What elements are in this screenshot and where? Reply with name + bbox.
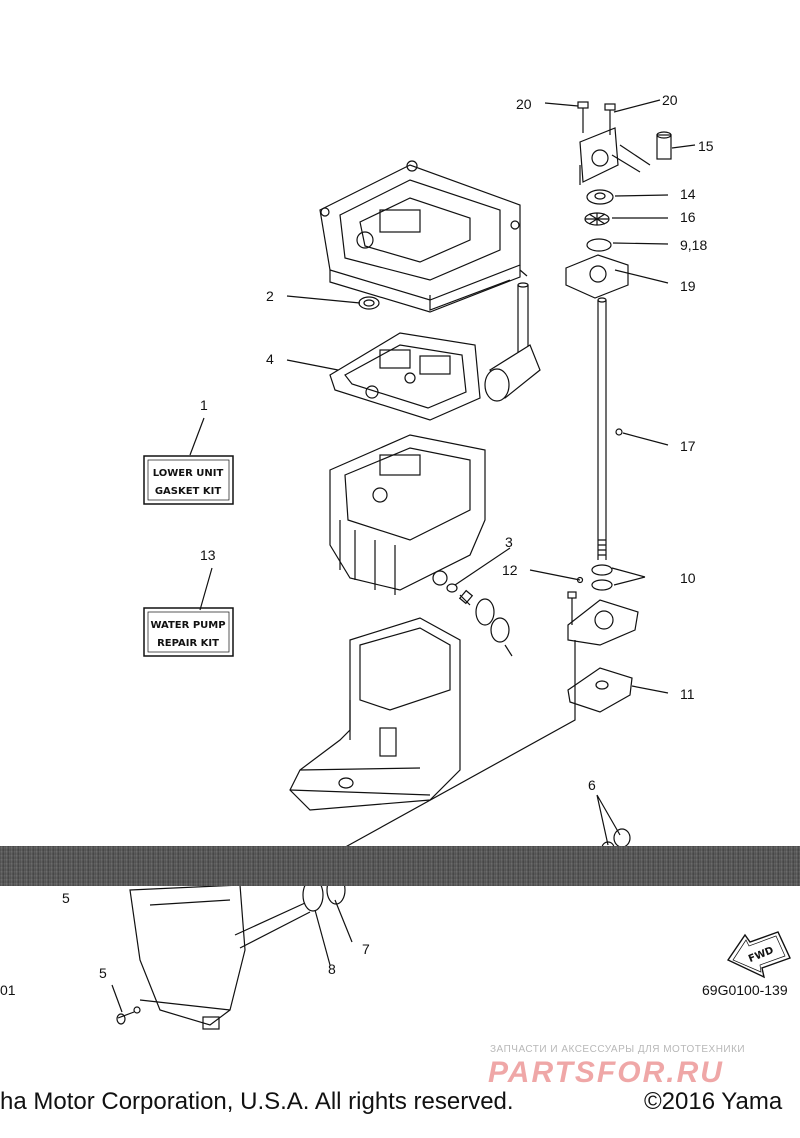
callout-12: 12: [502, 562, 518, 578]
callout-10: 10: [680, 570, 696, 586]
drive-shaft-coupling: [484, 282, 541, 402]
bolt-part: [116, 1006, 141, 1025]
callout-9-18: 9,18: [680, 237, 707, 253]
gasket-part: [329, 332, 481, 421]
outer-plate-part: [565, 254, 629, 299]
gear-case-part: [289, 617, 461, 811]
water-pump-kit-line2: REPAIR KIT: [157, 638, 219, 649]
callout-4: 4: [266, 351, 274, 367]
callout-16: 16: [680, 209, 696, 225]
callout-14: 14: [680, 186, 696, 202]
bolt-head-a: [577, 101, 589, 109]
water-pump-housing: [579, 127, 619, 185]
copyright-left: ha Motor Corporation, U.S.A. All rights …: [0, 1088, 514, 1115]
watermark-tagline: ЗАПЧАСТИ И АКСЕССУАРЫ ДЛЯ МОТОТЕХНИКИ: [490, 1044, 746, 1055]
insert-cartridge-part: [586, 189, 614, 205]
left-code: 01: [0, 982, 16, 998]
callout-19: 19: [680, 278, 696, 294]
impeller-part: [584, 212, 610, 226]
copyright-right: ©2016 Yama: [644, 1088, 783, 1115]
bolt-head-b: [604, 103, 616, 111]
callout-8: 8: [328, 961, 336, 977]
gasket-ring-part: [586, 238, 612, 252]
drain-plug-assembly: [446, 583, 513, 657]
callout-15: 15: [698, 138, 714, 154]
callout-3: 3: [505, 534, 513, 550]
callout-7: 7: [362, 941, 370, 957]
bearing-part: [591, 564, 613, 576]
water-pump-repair-kit-box: [143, 607, 234, 657]
oil-seal-part: [358, 296, 380, 310]
callout-17: 17: [680, 438, 696, 454]
watermark-brand: PARTSFOR.RU: [488, 1056, 724, 1089]
scan-noise-band: [0, 846, 800, 886]
upper-casing-part: [319, 160, 521, 313]
water-pump-kit-line1: WATER PUMP: [150, 620, 225, 631]
pump-plate-part: [567, 667, 633, 713]
bearing-housing-part: [567, 591, 639, 646]
gear-case-lower-part: [129, 884, 311, 1030]
lower-unit-gasket-kit-box: [143, 455, 234, 505]
lower-casing-part: [329, 434, 486, 595]
drive-shaft-part: [597, 297, 623, 560]
callout-1: 1: [200, 397, 208, 413]
callout-11: 11: [680, 686, 695, 702]
callout-5-lower: 5: [99, 965, 107, 981]
callout-13: 13: [200, 547, 216, 563]
fwd-arrow-icon: [726, 931, 791, 979]
diagram-code: 69G0100-139: [702, 982, 788, 998]
callout-5-upper: 5: [62, 890, 70, 906]
callout-20-left: 20: [516, 96, 532, 112]
callout-6: 6: [588, 777, 596, 793]
callout-20-right: 20: [662, 92, 678, 108]
callout-2: 2: [266, 288, 274, 304]
lower-unit-kit-line1: LOWER UNIT: [153, 468, 224, 479]
water-tube-part: [611, 131, 672, 173]
lower-unit-kit-line2: GASKET KIT: [155, 486, 222, 497]
